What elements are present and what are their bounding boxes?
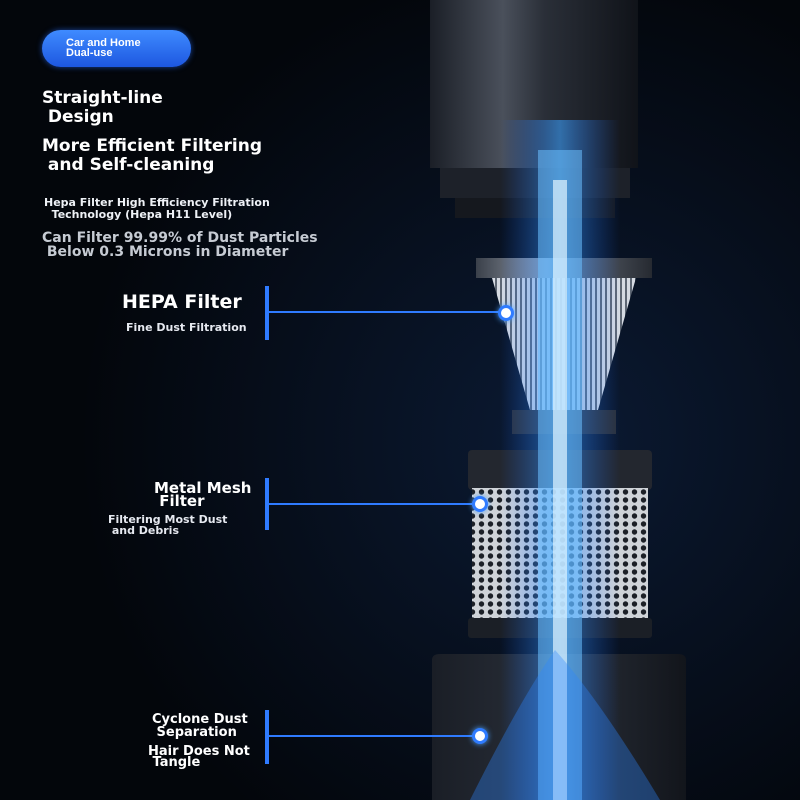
callout-mesh-subtitle: Filtering Most Dust and Debris bbox=[108, 513, 228, 537]
callout-hepa-line bbox=[269, 311, 501, 313]
callout-cyclone-line bbox=[269, 735, 474, 737]
callout-hepa-tick bbox=[265, 286, 269, 340]
callout-mesh-title: Metal Mesh Filter bbox=[154, 479, 252, 510]
callout-mesh-dot bbox=[472, 496, 488, 512]
dual-use-badge: Car and Home Dual-use bbox=[42, 30, 191, 67]
callout-mesh-line bbox=[269, 503, 474, 505]
filtration-claim: Can Filter 99.99% of Dust Particles Belo… bbox=[42, 230, 318, 260]
callout-hepa-dot bbox=[498, 305, 514, 321]
callout-hepa-title: HEPA Filter bbox=[122, 291, 242, 313]
callout-mesh-tick bbox=[265, 478, 269, 530]
headline-filtering: More Efficient Filtering and Self-cleani… bbox=[42, 136, 262, 175]
callout-cyclone-tick bbox=[265, 710, 269, 764]
callout-cyclone-title: Cyclone Dust Separation bbox=[152, 712, 248, 740]
badge-label: Car and Home Dual-use bbox=[66, 37, 141, 59]
callout-cyclone-subtitle: Hair Does Not Tangle bbox=[148, 744, 250, 770]
hepa-tech-note: Hepa Filter High Efficiency Filtration T… bbox=[44, 196, 270, 221]
callout-hepa-subtitle: Fine Dust Filtration bbox=[126, 321, 247, 334]
headline-design: Straight-line Design bbox=[42, 88, 163, 127]
callout-cyclone-dot bbox=[472, 728, 488, 744]
